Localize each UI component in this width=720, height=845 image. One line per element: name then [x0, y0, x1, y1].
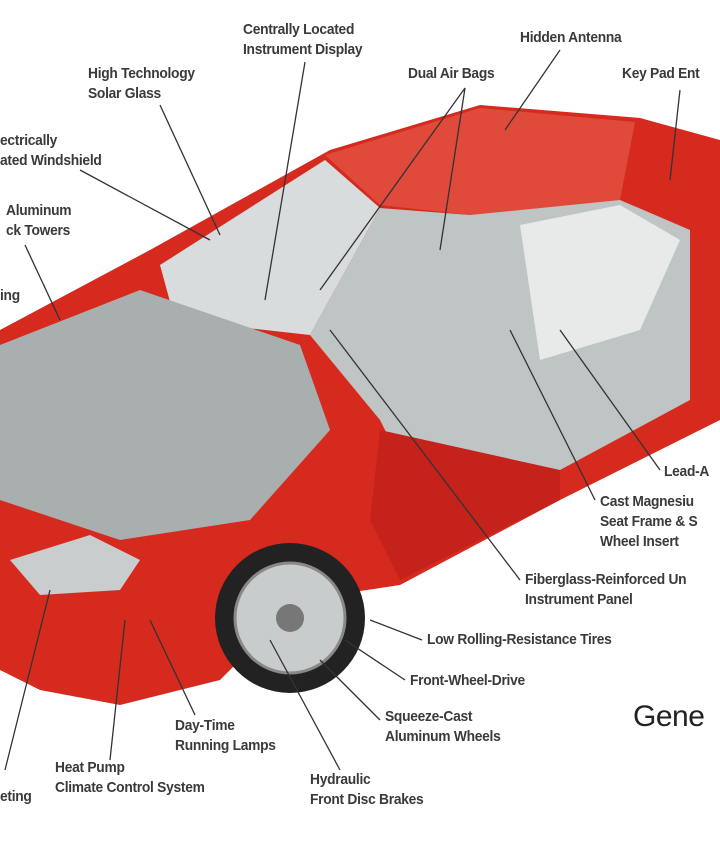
leader-line: [79, 169, 211, 241]
door-panel: [370, 430, 560, 580]
label-hidden-antenna: Hidden Antenna: [520, 29, 622, 46]
leader-line: [369, 619, 423, 641]
leader-line: [109, 619, 126, 761]
leader-line: [509, 329, 596, 501]
leader-line: [4, 589, 51, 771]
leader-line: [439, 87, 466, 251]
leader-line: [504, 49, 561, 131]
wheel-hub: [276, 604, 304, 632]
label-windshield: ectrically ated Windshield: [0, 132, 102, 169]
label-disc-brakes: Hydraulic Front Disc Brakes: [310, 771, 424, 808]
label-front-wheel-drive: Front-Wheel-Drive: [410, 672, 525, 689]
label-air-bags: Dual Air Bags: [408, 65, 495, 82]
label-aluminum-wheels: Squeeze-Cast Aluminum Wheels: [385, 708, 501, 745]
roof-panel: [325, 108, 635, 215]
engine-bay: [0, 290, 330, 540]
leader-line: [24, 244, 61, 321]
leader-line: [269, 639, 341, 771]
leader-line: [159, 104, 221, 236]
label-lead-acid: Lead-A: [664, 463, 710, 480]
leader-line: [319, 659, 381, 721]
leader-lines: [4, 49, 681, 771]
label-instrument-panel: Fiberglass-Reinforced Un Instrument Pane…: [525, 571, 687, 608]
label-solar-glass: High Technology Solar Glass: [88, 65, 195, 102]
leader-line: [329, 329, 521, 581]
leader-line: [149, 619, 196, 716]
leader-line: [344, 639, 406, 681]
leader-line: [319, 87, 466, 291]
label-ing: ing: [0, 287, 20, 304]
label-key-pad: Key Pad Ent: [622, 65, 700, 82]
side-window: [520, 205, 680, 360]
label-shock-towers: Aluminum ck Towers: [6, 202, 72, 239]
leader-line: [559, 329, 661, 471]
brand-logo-text: Gene: [633, 700, 705, 733]
leader-line: [669, 89, 681, 181]
label-running-lamps: Day-Time Running Lamps: [175, 717, 276, 754]
windshield-glass: [160, 160, 380, 335]
headlamp: [10, 535, 140, 595]
leader-line: [264, 61, 306, 301]
label-instrument-display: Centrally Located Instrument Display: [243, 21, 363, 58]
label-heat-pump: Heat Pump Climate Control System: [55, 759, 205, 796]
label-eting: eting: [0, 788, 32, 805]
label-magnesium: Cast Magnesiu Seat Frame & S Wheel Inser…: [600, 493, 698, 550]
label-tires: Low Rolling-Resistance Tires: [427, 631, 612, 648]
